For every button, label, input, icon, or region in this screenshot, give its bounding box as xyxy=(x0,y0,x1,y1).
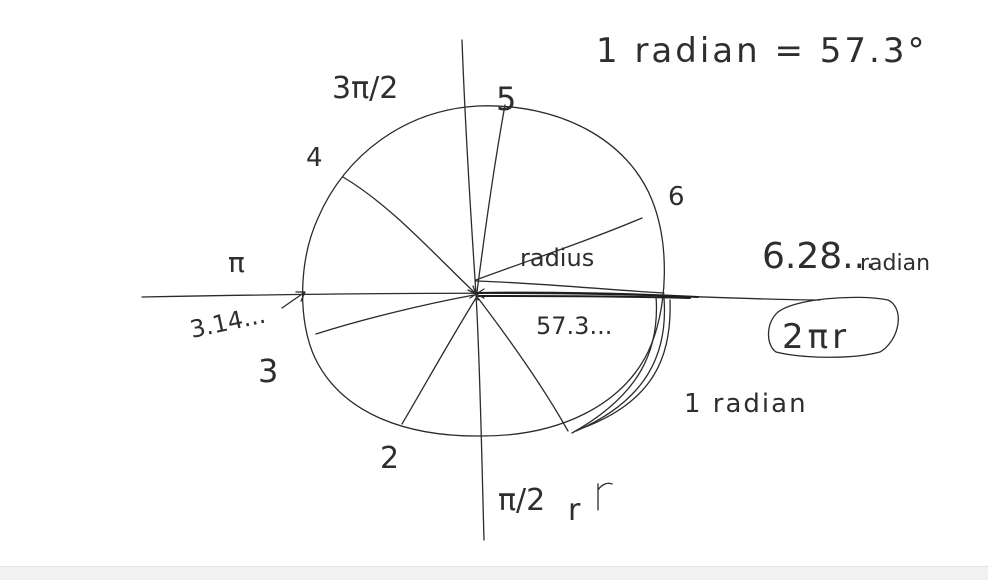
pi-value-label: 3.14... xyxy=(187,301,267,344)
pi-label: π xyxy=(228,246,245,279)
spoke-6 xyxy=(475,217,643,281)
spoke-six-label: 6 xyxy=(668,182,685,212)
spoke-4 xyxy=(342,176,475,293)
spoke-2 xyxy=(401,297,477,425)
spoke-three-label: 3 xyxy=(258,352,278,390)
pi-arrow xyxy=(281,291,306,309)
circumference-radians-label: 6.28... xyxy=(762,236,877,277)
center-scribble xyxy=(467,285,485,301)
bold-radius-stroke2 xyxy=(477,295,691,299)
unit-circle xyxy=(301,105,665,437)
arc-length-radius-2 xyxy=(575,297,666,432)
arc-length-radius-3 xyxy=(579,299,671,430)
two-pi-r-box xyxy=(767,296,899,358)
radian-word-label: radian xyxy=(860,251,930,276)
arc-length-radius xyxy=(571,295,658,434)
radian-definition-label: 1 radian = 57.3° xyxy=(596,31,927,71)
radian-sketch: 1 radian = 57.3° 3π/2 5 4 6 π 3.14... 3 … xyxy=(141,31,930,541)
y-axis xyxy=(461,39,485,541)
spoke-four-label: 4 xyxy=(306,143,323,173)
bottom-bar xyxy=(0,566,988,580)
spoke-five-label: 5 xyxy=(496,80,516,118)
three-pi-over-two-label: 3π/2 xyxy=(332,71,398,106)
angle-value-label: 57.3... xyxy=(536,312,612,340)
spoke-two-label: 2 xyxy=(380,441,399,476)
bold-radius xyxy=(473,291,699,298)
spoke-1 xyxy=(477,297,569,432)
angle-wedge xyxy=(475,280,665,294)
pi-over-two-label: π/2 xyxy=(498,483,545,518)
r-mark-tick xyxy=(597,482,613,511)
r-mark-label: r xyxy=(568,493,581,528)
spoke-5 xyxy=(476,104,506,293)
two-pi-r-label: 2πr xyxy=(782,317,850,357)
spoke-3 xyxy=(315,294,475,335)
radius-label: radius xyxy=(520,244,594,272)
one-radian-label: 1 radian xyxy=(684,389,808,419)
